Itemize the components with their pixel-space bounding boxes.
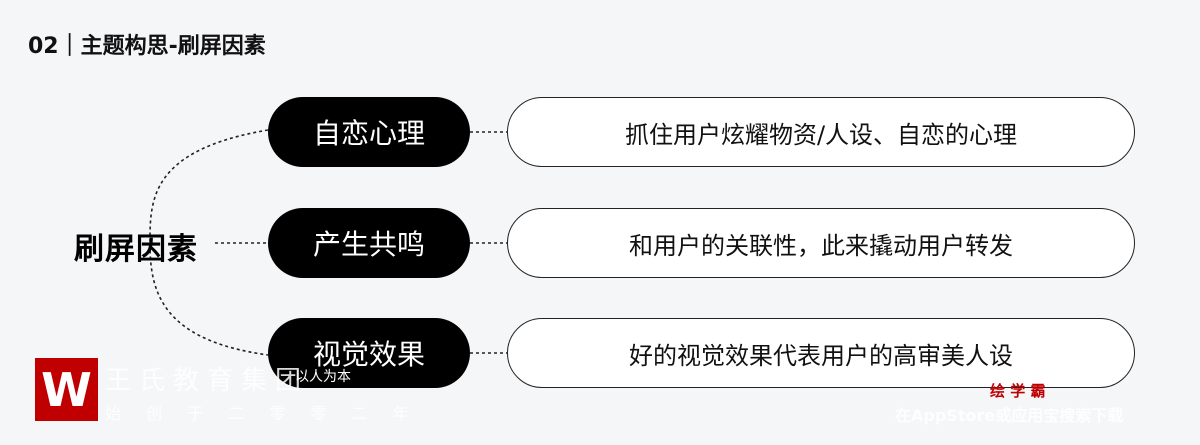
- factor-description-2: 和用户的关联性，此来撬动用户转发: [507, 208, 1135, 278]
- watermark-org: 王氏教育集团: [105, 366, 310, 396]
- watermark-brand: 绘 学 霸: [990, 382, 1046, 400]
- center-label: 刷屏因素: [74, 232, 198, 267]
- bracket-arc: [149, 129, 269, 356]
- watermark-founded: 始 创 于 二 零 零 二 年: [105, 404, 419, 423]
- factor-description-1: 抓住用户炫耀物资/人设、自恋的心理: [507, 97, 1135, 167]
- watermark-motto: 以人为本: [295, 369, 351, 385]
- factor-pill-2: 产生共鸣: [268, 208, 470, 278]
- watermark-logo: W: [35, 358, 98, 421]
- factor-pill-3: 视觉效果: [268, 318, 470, 388]
- watermark-download: 在AppStore或应用宝搜索下载: [895, 406, 1124, 425]
- factor-pill-1: 自恋心理: [268, 97, 470, 167]
- factor-description-3: 好的视觉效果代表用户的高审美人设: [507, 318, 1135, 388]
- page-title: 02｜主题构思-刷屏因素: [28, 34, 266, 59]
